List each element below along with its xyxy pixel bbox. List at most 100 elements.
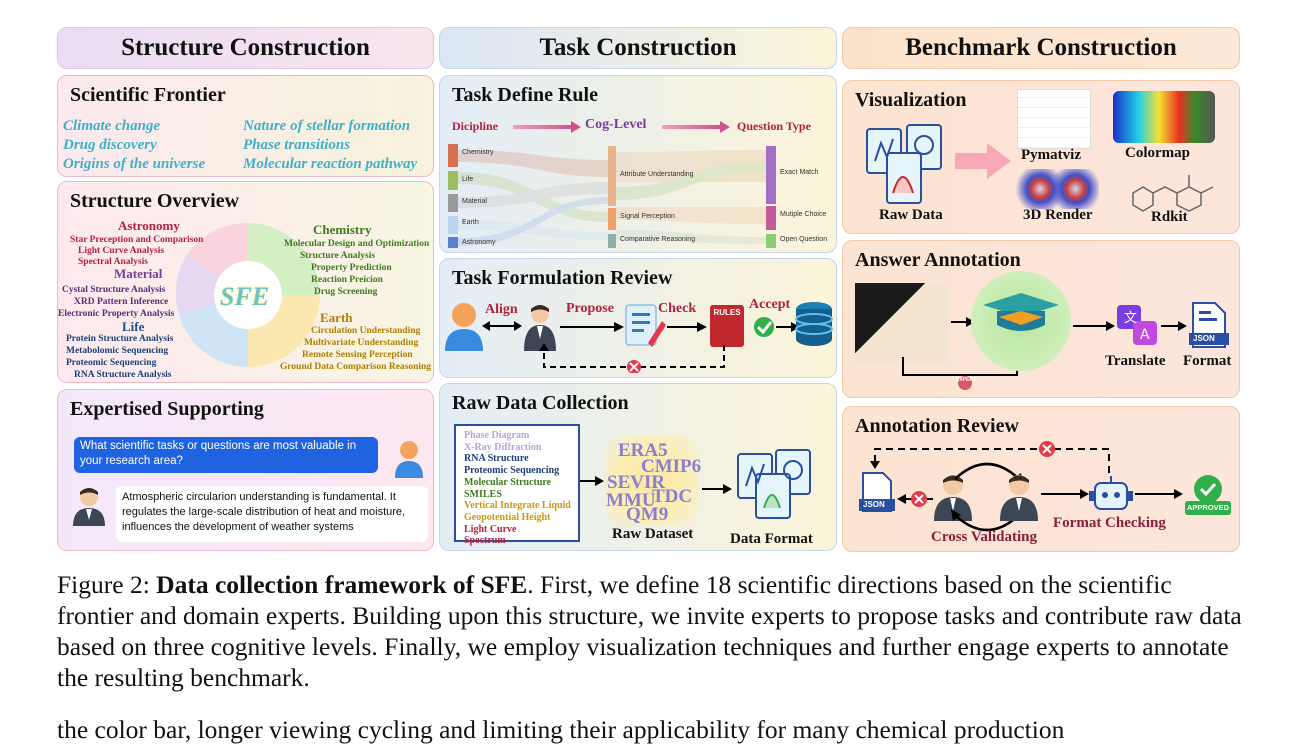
dataset-cloud bbox=[606, 436, 698, 526]
thick-arrow-icon bbox=[955, 143, 1011, 179]
arrow-right-icon bbox=[667, 322, 707, 332]
sfe-donut-chart bbox=[175, 222, 320, 367]
reject-loop-arrow bbox=[539, 343, 725, 373]
arrow-right-icon bbox=[1135, 489, 1183, 499]
accept-label: Accept bbox=[749, 297, 791, 312]
astronomy-item: Star Preception and Comparison bbox=[70, 235, 204, 245]
dataset-label: SEVIR bbox=[607, 472, 666, 493]
graduation-cap-icon bbox=[983, 293, 1059, 331]
life-label: Life bbox=[122, 319, 145, 334]
expert-avatar-icon bbox=[934, 475, 972, 521]
approved-badge-icon bbox=[1185, 475, 1231, 515]
frontier-item: Origins of the universe bbox=[63, 156, 206, 172]
level-label: Comparative Reasoning bbox=[620, 236, 696, 243]
taskdef-title: Task Define Rule bbox=[452, 84, 598, 106]
life-item: Metabolomic Sequencing bbox=[66, 346, 169, 356]
taskform-title: Task Formulation Review bbox=[452, 267, 673, 289]
structure-header: Structure Construction bbox=[57, 27, 434, 69]
chemistry-item: Structure Analysis bbox=[300, 251, 376, 261]
chemistry-item: Molecular Design and Optimization bbox=[284, 239, 430, 249]
arrow-right-icon bbox=[951, 317, 975, 327]
cutoff-next-line: the color bar, longer viewing cycling an… bbox=[57, 715, 1065, 744]
frontier-item: Phase transitions bbox=[243, 137, 351, 153]
question-type-header: Question Type bbox=[737, 119, 811, 133]
sfe-center-label: SFE bbox=[220, 282, 270, 311]
earth-label: Earth bbox=[320, 310, 353, 325]
life-item: Protein Structure Analysis bbox=[66, 334, 174, 344]
arrow-right-icon bbox=[513, 121, 581, 133]
translate-icon: 文A bbox=[1117, 305, 1157, 345]
expert-avatar-icon bbox=[524, 305, 556, 351]
document-edit-icon bbox=[625, 304, 666, 347]
scientific-frontier-panel: Scientific Frontier Climate change Natur… bbox=[57, 75, 434, 177]
frontier-item: Drug discovery bbox=[63, 137, 157, 153]
expertise-panel: Expertised Supporting What scientific ta… bbox=[57, 389, 434, 551]
cross-validating-label: Cross Validating bbox=[931, 529, 1038, 545]
svg-text:文: 文 bbox=[1124, 311, 1137, 326]
robot-icon bbox=[1089, 476, 1133, 510]
rawcol-title: Raw Data Collection bbox=[452, 392, 629, 414]
align-label: Align bbox=[485, 302, 518, 317]
life-item: RNA Structure Analysis bbox=[74, 370, 172, 380]
arrow-right-icon bbox=[580, 476, 604, 486]
rules-book-icon: RULES bbox=[710, 305, 744, 347]
raw-data-panel: Raw Data Collection Phase Diagram X-Ray … bbox=[439, 383, 837, 551]
task-header: Task Construction bbox=[439, 27, 837, 69]
raw-data-label: Raw Data bbox=[879, 207, 943, 223]
reject-arrow-icon bbox=[897, 491, 933, 507]
task-define-panel: Task Define Rule Dicipline Cog-Level Que… bbox=[439, 75, 837, 253]
expert-avatar-icon bbox=[1000, 475, 1038, 521]
expertise-title: Expertised Supporting bbox=[70, 398, 264, 420]
chemistry-label: Chemistry bbox=[313, 222, 372, 237]
list-item: Geopotential Height bbox=[464, 511, 551, 523]
pymatviz-plot bbox=[1017, 89, 1091, 149]
data-format-files-icon bbox=[737, 449, 811, 519]
raw-dataset-label: Raw Dataset bbox=[612, 526, 694, 542]
data-format-label: Data Format bbox=[730, 531, 813, 547]
astronomy-item: Spectral Analysis bbox=[78, 257, 148, 267]
arrow-right-icon bbox=[1041, 489, 1089, 499]
chemistry-item: Reaction Preicion bbox=[311, 275, 383, 285]
propose-label: Propose bbox=[566, 301, 614, 316]
arrow-right-icon bbox=[1073, 321, 1115, 331]
format-checking-label: Format Checking bbox=[1053, 515, 1166, 531]
user-avatar-icon bbox=[395, 441, 423, 478]
material-item: XRD Pattern Inference bbox=[74, 297, 169, 307]
list-item: SMILES bbox=[464, 488, 502, 500]
user-avatar-icon bbox=[445, 303, 483, 351]
check-label: Check bbox=[658, 301, 697, 316]
json-file-icon bbox=[859, 472, 895, 512]
accept-check-icon bbox=[754, 317, 800, 337]
question-bubble: What scientific tasks or questions are m… bbox=[74, 437, 378, 473]
list-item: Proteomic Sequencing bbox=[464, 465, 560, 477]
discipline-label: Astronomy bbox=[462, 239, 496, 246]
reject-loop-arrow bbox=[870, 441, 1110, 473]
json-label: JSON bbox=[1193, 334, 1215, 343]
arrow-right-icon bbox=[702, 484, 732, 494]
material-label: Material bbox=[114, 266, 163, 281]
annotation-review-panel: Annotation Review JSON APPROVED Cross Va… bbox=[842, 406, 1240, 552]
raw-data-files-icon bbox=[866, 124, 942, 204]
frontier-item: Climate change bbox=[63, 118, 161, 134]
vis-title: Visualization bbox=[855, 89, 967, 111]
double-arrow-icon bbox=[482, 321, 522, 331]
raw-data-list: Phase Diagram X-Ray Diffraction RNA Stru… bbox=[454, 424, 580, 546]
sankey-diagram bbox=[448, 144, 776, 248]
rdkit-molecule-icon bbox=[1132, 175, 1214, 212]
format-label: Format bbox=[1183, 353, 1232, 369]
level-label: Signal Perception bbox=[620, 213, 675, 220]
discipline-header: Dicipline bbox=[452, 119, 499, 133]
benchmark-header: Benchmark Construction bbox=[842, 27, 1240, 69]
list-item: RNA Structure bbox=[464, 453, 529, 465]
list-item: Spectrum bbox=[464, 535, 506, 547]
dataset-label: CMIP6 bbox=[641, 456, 702, 477]
list-item: Light Curve bbox=[464, 523, 517, 535]
discipline-label: Material bbox=[462, 198, 487, 205]
material-item: Electronic Property Analysis bbox=[58, 309, 175, 319]
earth-item: Ground Data Comparison Reasoning bbox=[280, 362, 432, 372]
json-label: JSON bbox=[863, 500, 885, 509]
expert-avatar-icon bbox=[73, 488, 105, 526]
arrow-right-icon bbox=[560, 322, 624, 332]
caption-prefix: Figure 2: bbox=[57, 570, 157, 599]
